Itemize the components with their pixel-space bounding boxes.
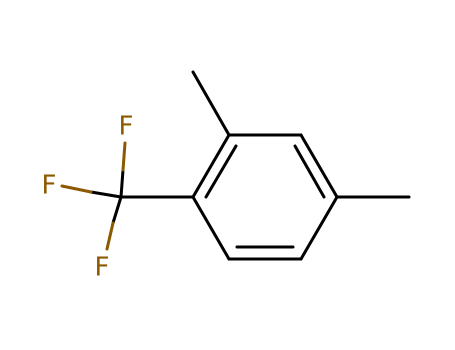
cf3-bond-bottom (105, 195, 123, 251)
ring-bond-c3-c4 (299, 133, 339, 199)
ring-inner-double-bond-c3-c4 (293, 144, 326, 199)
cf3-bond-top (119, 141, 127, 199)
ring-bond-c6-c1 (191, 195, 231, 261)
fluorine-atom-label-top: F (119, 112, 134, 142)
cf3-bond-left (60, 184, 123, 199)
ring-bond-c1-c2 (191, 133, 231, 199)
benzene-ring (191, 133, 339, 261)
ring-bond-c4-c5 (299, 195, 339, 261)
fluorine-atom-label-bottom: F (95, 253, 110, 283)
ring-inner-double-bond-c1-c2 (204, 144, 238, 199)
fluorine-atom-label-left: F (42, 171, 57, 201)
methyl-bond-ortho (191, 70, 231, 137)
